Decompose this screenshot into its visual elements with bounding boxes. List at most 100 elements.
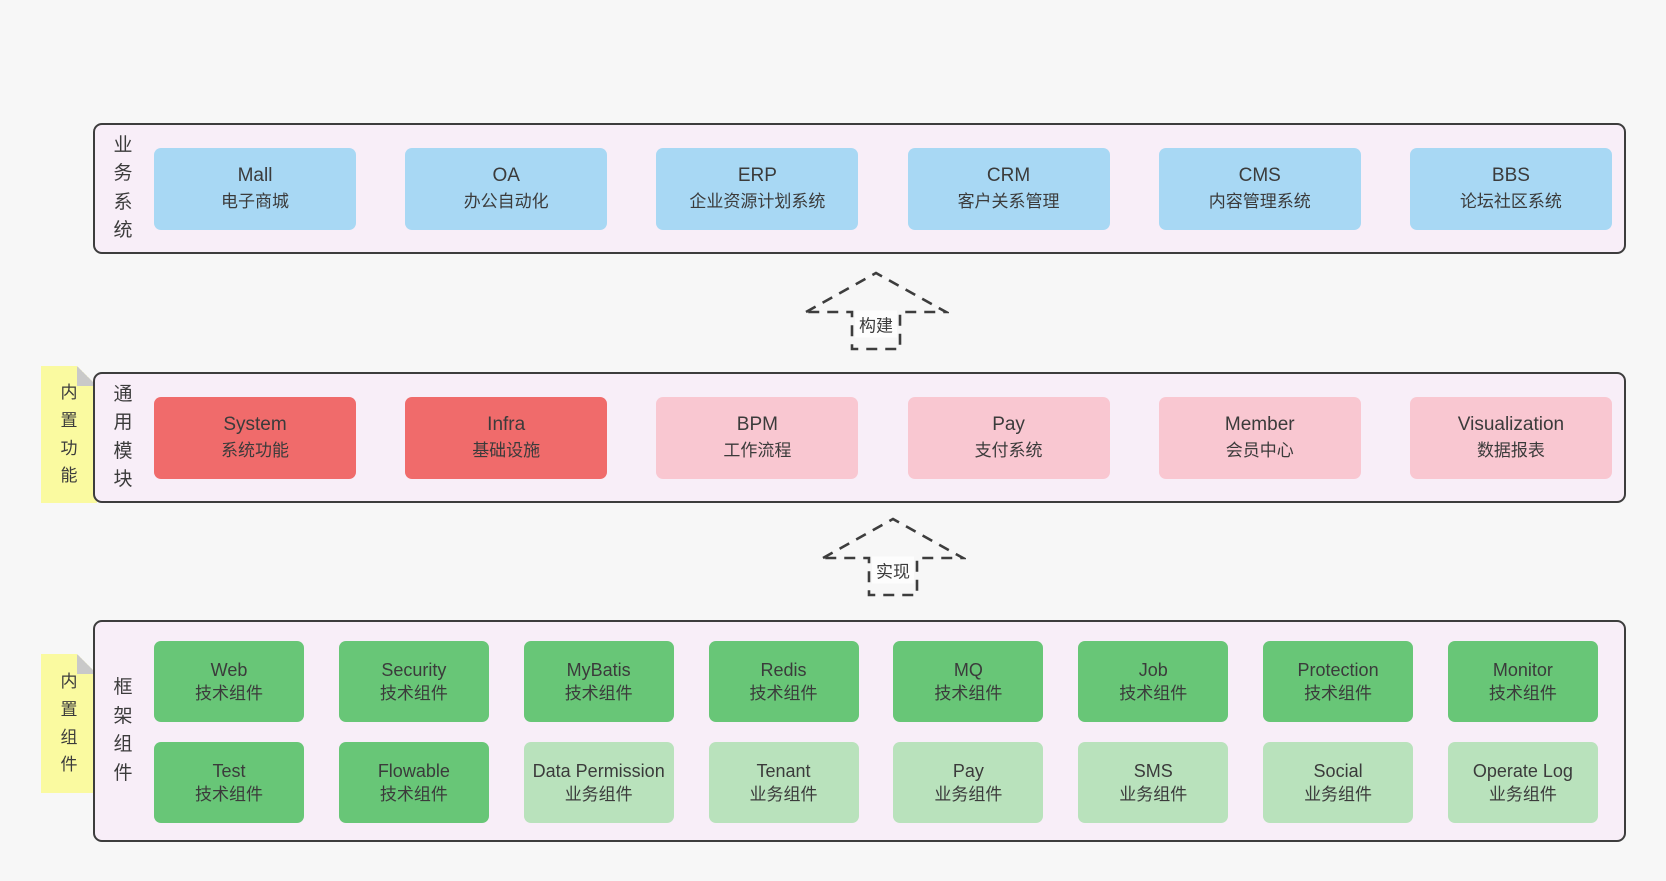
box-subtitle: 业务组件 — [934, 784, 1003, 804]
arrow-implement: 实现 — [820, 516, 966, 598]
box-subtitle: 企业资源计划系统 — [689, 192, 826, 211]
sticky-built-in-components: 内 置 组 件 — [41, 654, 97, 793]
section-components-label: 框 架 组 件 — [113, 677, 133, 784]
arrow-build-label: 构建 — [855, 310, 897, 338]
box-subtitle: 业务组件 — [1304, 784, 1373, 804]
box-crm: CRM 客户关系管理 — [907, 147, 1110, 230]
box-title: Social — [1313, 760, 1363, 781]
section-business-label: 业 务 系 统 — [113, 134, 133, 242]
box-title: Pay — [992, 414, 1025, 435]
box-subtitle: 技术组件 — [195, 683, 263, 703]
box-subtitle: 业务组件 — [1119, 784, 1188, 804]
section-framework-components: 框 架 组 件 Web 技术组件 Security 技术组件 MyBatis 技… — [93, 620, 1626, 842]
box-title: Member — [1224, 414, 1295, 435]
box-oa: OA 办公自动化 — [405, 147, 608, 230]
box-title: Monitor — [1492, 659, 1553, 680]
box-subtitle: 论坛社区系统 — [1459, 192, 1562, 211]
box-title: BPM — [736, 414, 778, 435]
box-subtitle: 技术组件 — [1488, 683, 1557, 703]
box-subtitle: 电子商城 — [221, 192, 289, 211]
components-row-2: Test 技术组件 Flowable 技术组件 Data Permission … — [154, 742, 1598, 823]
box-cms: CMS 内容管理系统 — [1158, 147, 1361, 230]
components-rows: Web 技术组件 Security 技术组件 MyBatis 技术组件 Redi… — [154, 641, 1598, 823]
box-title: Flowable — [377, 760, 450, 781]
section-common-modules: 通 用 模 块 System 系统功能 Infra 基础设施 BPM 工作流程 … — [93, 372, 1626, 503]
arrow-build: 构建 — [803, 270, 949, 352]
box-subtitle: 内容管理系统 — [1208, 192, 1311, 211]
box-subtitle: 办公自动化 — [463, 192, 549, 211]
box-pay-module: Pay 支付系统 — [907, 396, 1110, 479]
box-job: Job 技术组件 — [1078, 641, 1229, 722]
box-title: Pay — [952, 760, 984, 781]
box-data-permission: Data Permission 业务组件 — [523, 742, 674, 823]
section-modules-label: 通 用 模 块 — [113, 383, 133, 491]
box-title: Test — [212, 760, 246, 781]
box-subtitle: 技术组件 — [1119, 683, 1188, 703]
box-operate-log: Operate Log 业务组件 — [1447, 742, 1598, 823]
box-title: CRM — [986, 165, 1031, 186]
sticky-built-in-features: 内 置 功 能 — [41, 366, 97, 503]
box-monitor: Monitor 技术组件 — [1447, 641, 1598, 722]
box-erp: ERP 企业资源计划系统 — [656, 147, 859, 230]
box-redis: Redis 技术组件 — [708, 641, 859, 722]
box-title: Operate Log — [1472, 760, 1573, 781]
box-protection: Protection 技术组件 — [1263, 641, 1414, 722]
box-title: Tenant — [756, 760, 811, 781]
box-title: SMS — [1133, 760, 1173, 781]
box-subtitle: 技术组件 — [934, 683, 1003, 703]
box-mall: Mall 电子商城 — [154, 147, 356, 230]
box-test: Test 技术组件 — [154, 742, 304, 823]
box-title: Protection — [1297, 659, 1379, 680]
box-title: Infra — [487, 414, 526, 435]
box-subtitle: 会员中心 — [1225, 441, 1294, 460]
box-bbs: BBS 论坛社区系统 — [1409, 147, 1612, 230]
box-title: Redis — [760, 659, 807, 680]
box-subtitle: 技术组件 — [379, 683, 448, 703]
box-infra: Infra 基础设施 — [405, 396, 608, 479]
arrow-implement-label: 实现 — [872, 556, 914, 584]
box-tenant: Tenant 业务组件 — [708, 742, 859, 823]
box-subtitle: 基础设施 — [472, 441, 541, 460]
box-subtitle: 客户关系管理 — [957, 192, 1060, 211]
box-bpm: BPM 工作流程 — [656, 396, 859, 479]
box-subtitle: 系统功能 — [221, 441, 289, 460]
box-social: Social 业务组件 — [1263, 742, 1414, 823]
box-visualization: Visualization 数据报表 — [1409, 396, 1612, 479]
box-pay-component: Pay 业务组件 — [893, 742, 1044, 823]
box-title: OA — [492, 165, 520, 186]
box-title: Data Permission — [532, 760, 665, 781]
box-title: Visualization — [1457, 414, 1565, 435]
box-subtitle: 工作流程 — [723, 441, 792, 460]
box-title: ERP — [737, 165, 777, 186]
box-subtitle: 技术组件 — [564, 683, 633, 703]
business-box-row: Mall 电子商城 OA 办公自动化 ERP 企业资源计划系统 CRM 客户关系… — [154, 125, 1612, 252]
box-title: Web — [210, 659, 248, 680]
box-member: Member 会员中心 — [1158, 396, 1361, 479]
box-subtitle: 技术组件 — [379, 784, 448, 804]
box-subtitle: 业务组件 — [1488, 784, 1557, 804]
box-subtitle: 业务组件 — [564, 784, 633, 804]
box-flowable: Flowable 技术组件 — [338, 742, 489, 823]
box-web: Web 技术组件 — [154, 641, 304, 722]
box-title: System — [223, 414, 287, 435]
box-subtitle: 业务组件 — [749, 784, 818, 804]
box-title: Mall — [237, 165, 273, 186]
box-title: Security — [381, 659, 447, 680]
box-subtitle: 支付系统 — [974, 441, 1043, 460]
box-subtitle: 数据报表 — [1476, 441, 1545, 460]
modules-box-row: System 系统功能 Infra 基础设施 BPM 工作流程 Pay 支付系统… — [154, 374, 1612, 501]
box-title: MyBatis — [566, 659, 631, 680]
box-title: BBS — [1491, 165, 1530, 186]
box-title: MQ — [953, 659, 983, 680]
box-security: Security 技术组件 — [338, 641, 489, 722]
box-system: System 系统功能 — [154, 396, 356, 479]
components-row-1: Web 技术组件 Security 技术组件 MyBatis 技术组件 Redi… — [154, 641, 1598, 722]
box-title: Job — [1138, 659, 1168, 680]
box-subtitle: 技术组件 — [749, 683, 818, 703]
box-title: CMS — [1238, 165, 1281, 186]
box-sms: SMS 业务组件 — [1078, 742, 1229, 823]
section-business-systems: 业 务 系 统 Mall 电子商城 OA 办公自动化 ERP 企业资源计划系统 … — [93, 123, 1626, 254]
box-mybatis: MyBatis 技术组件 — [523, 641, 674, 722]
box-subtitle: 技术组件 — [195, 784, 263, 804]
box-mq: MQ 技术组件 — [893, 641, 1044, 722]
